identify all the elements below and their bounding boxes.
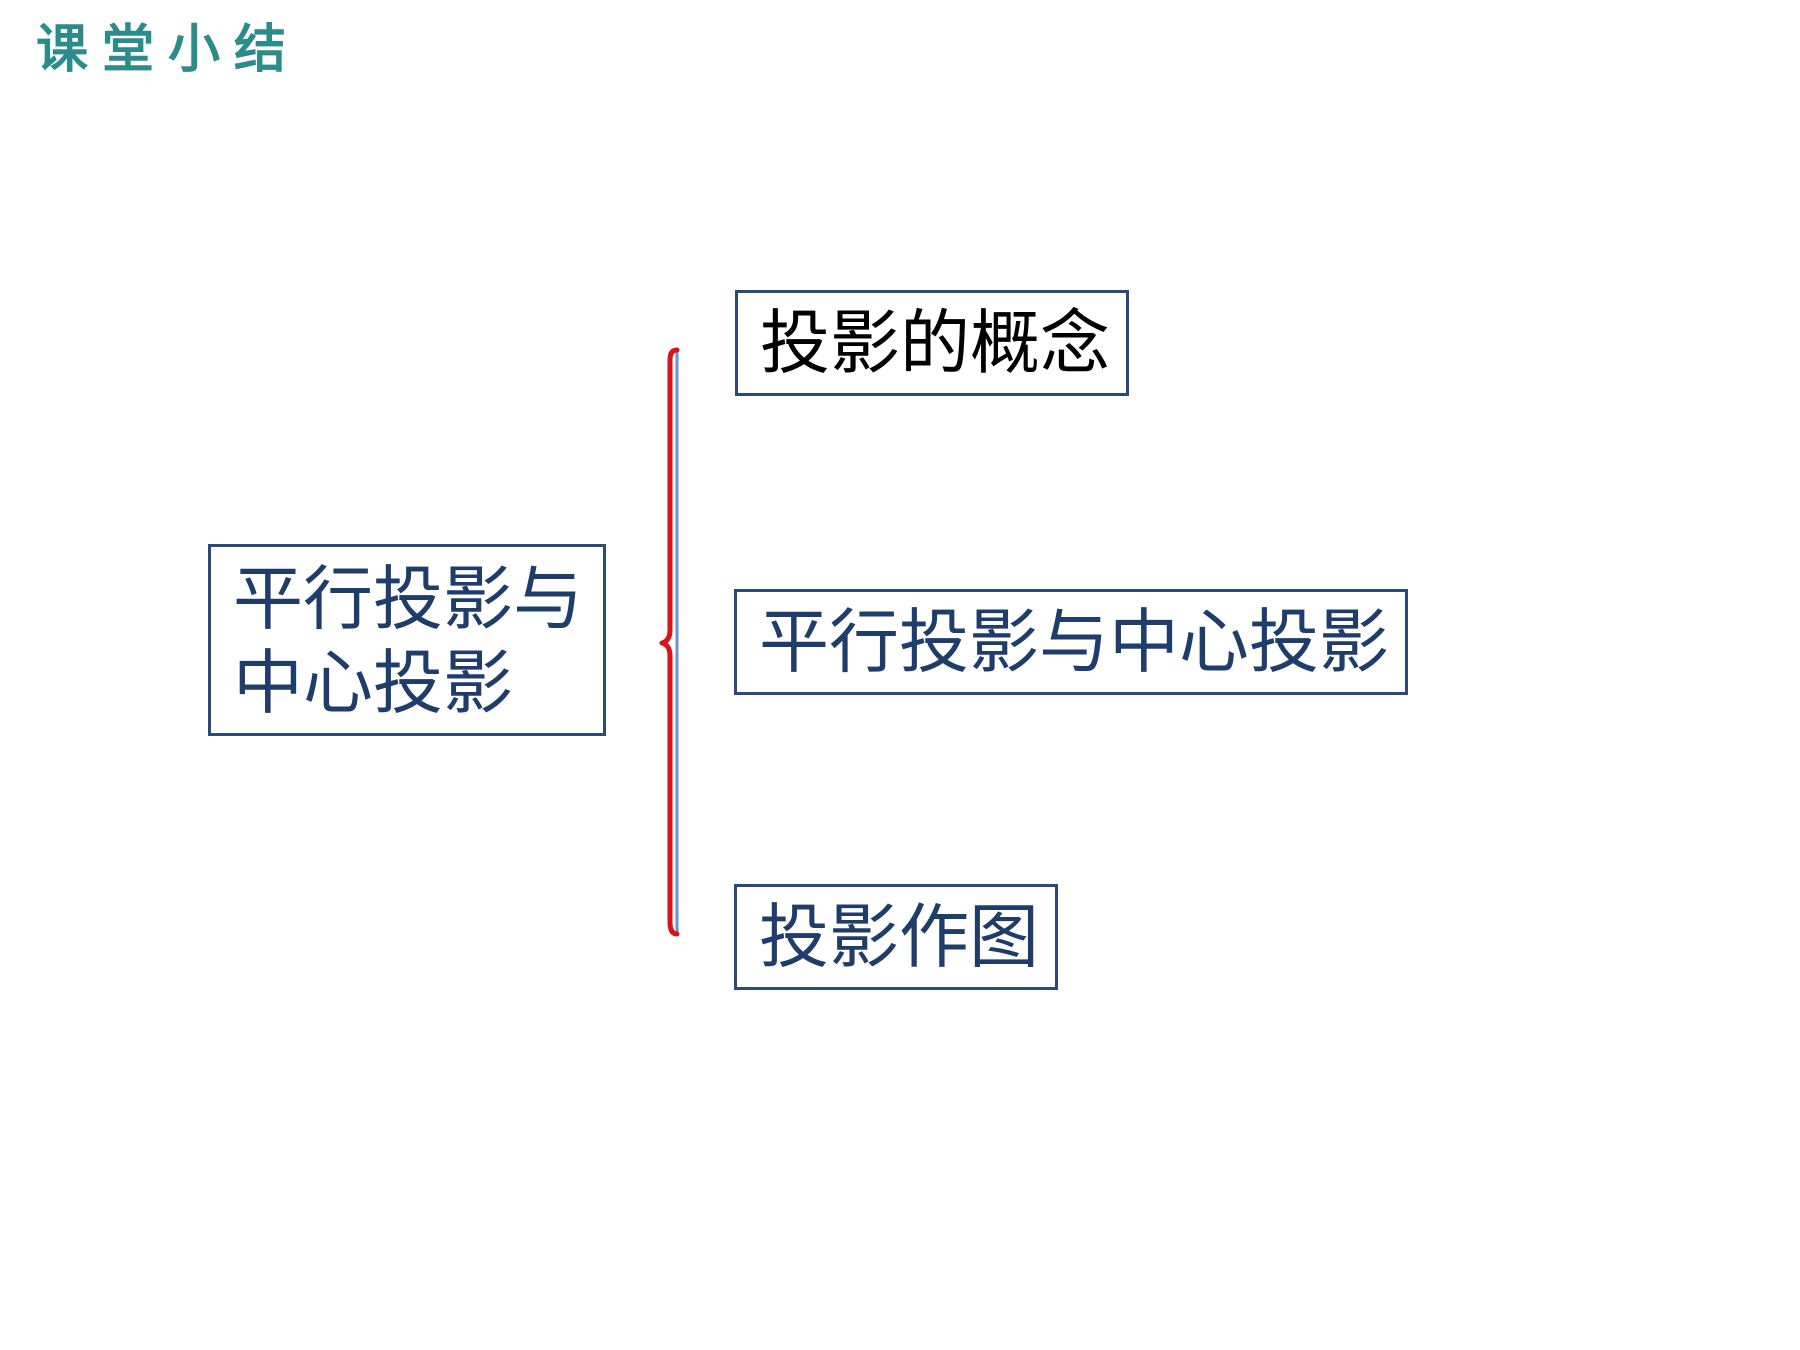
child-node-parallel-central-label: 平行投影与中心投影 — [759, 601, 1389, 683]
root-node-line-2: 中心投影 — [233, 642, 513, 724]
child-node-parallel-central: 平行投影与中心投影 — [734, 589, 1408, 695]
root-node-line-1: 平行投影与 — [233, 558, 583, 640]
child-node-drawing: 投影作图 — [734, 884, 1058, 990]
child-node-drawing-label: 投影作图 — [759, 896, 1039, 978]
brace-outline — [659, 347, 680, 937]
child-node-concept-label: 投影的概念 — [760, 302, 1110, 384]
slide-title: 课堂小结 — [36, 20, 301, 80]
child-node-concept: 投影的概念 — [735, 290, 1129, 396]
root-node: 平行投影与 中心投影 — [208, 544, 606, 736]
